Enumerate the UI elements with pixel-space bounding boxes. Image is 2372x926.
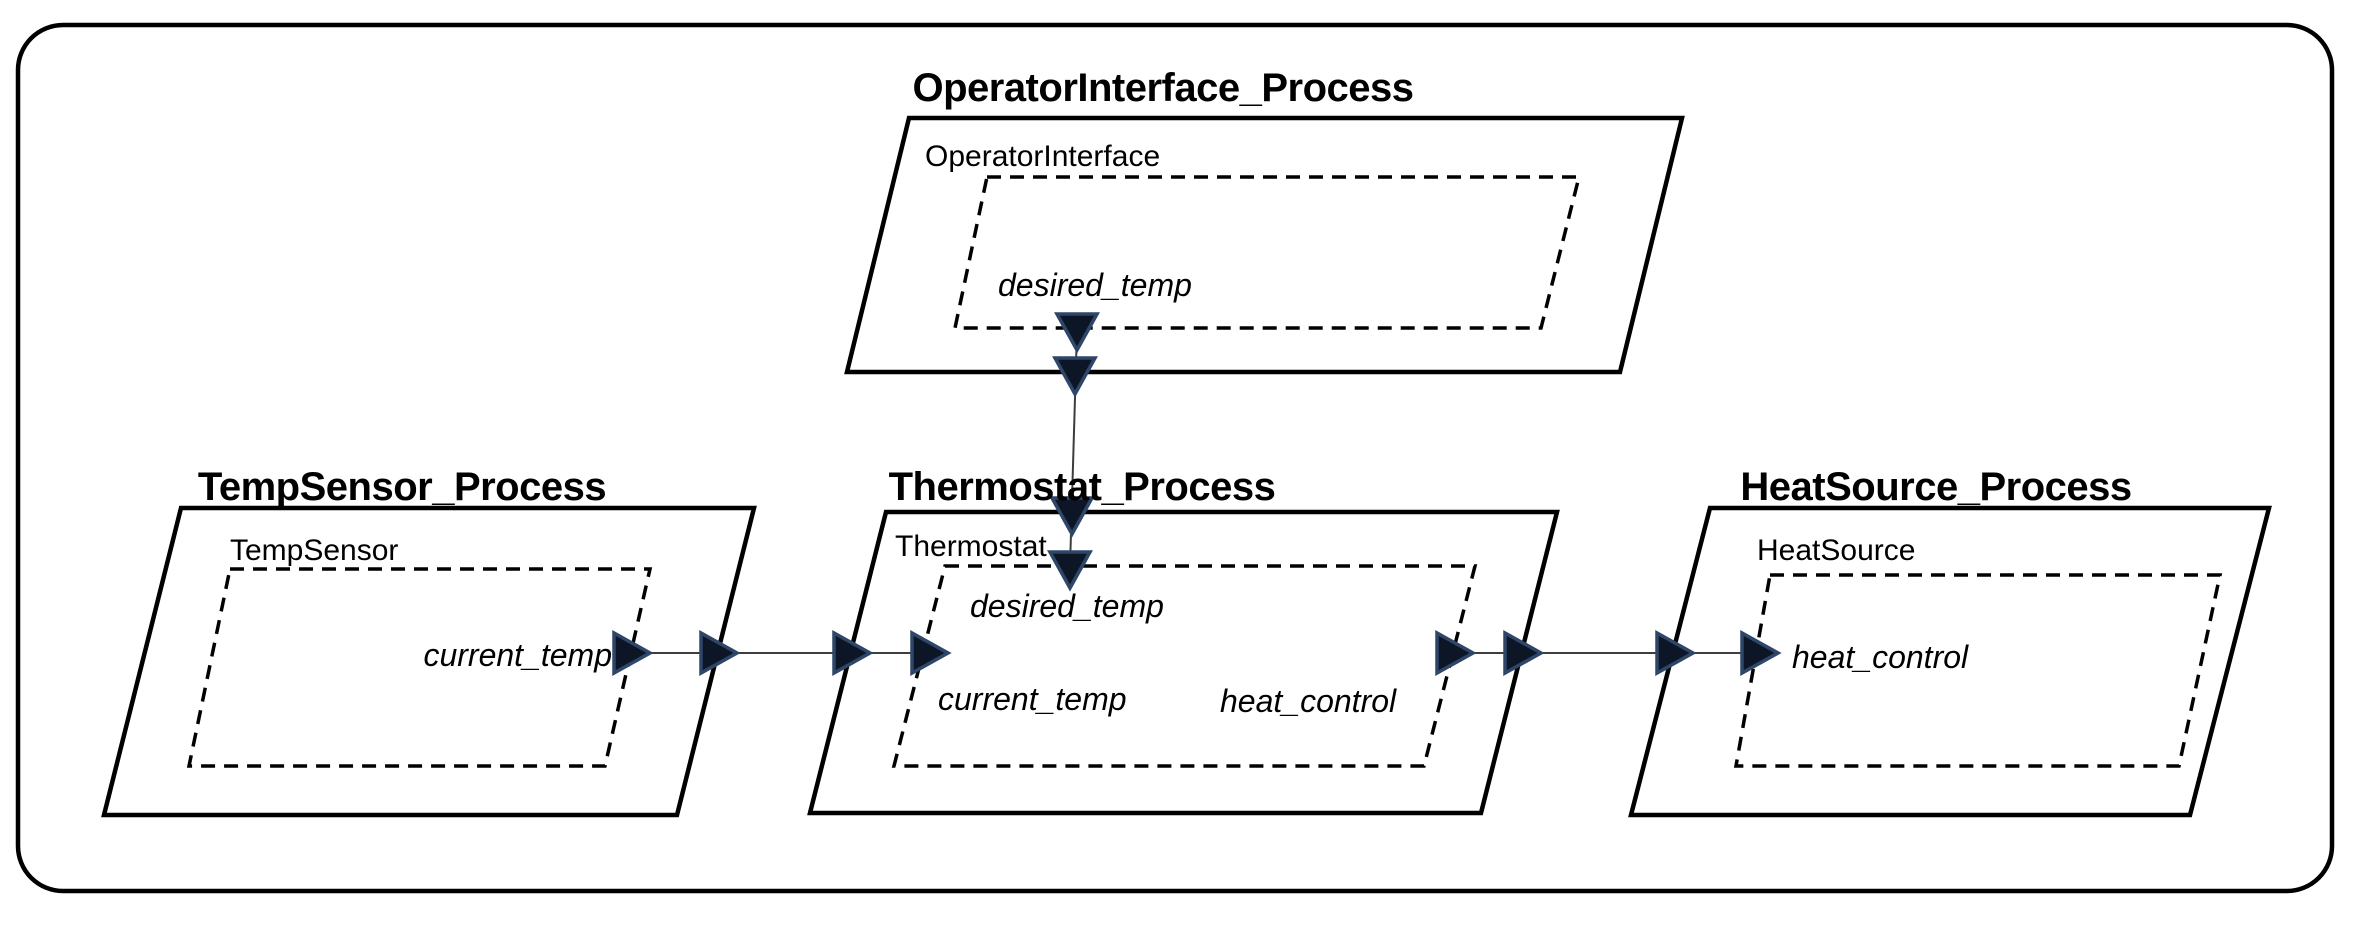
operator-interface-process-out-arrow-icon[interactable]: [1052, 356, 1098, 398]
thermostat-heat-control-out-port-icon[interactable]: [1435, 630, 1477, 676]
temp-sensor-current-temp-port-label: current_temp: [423, 637, 612, 673]
operator-interface-process-title: OperatorInterface_Process: [912, 66, 1413, 110]
operator-interface-desired-temp-port-label: desired_temp: [998, 267, 1192, 303]
thermostat-component-label: Thermostat: [895, 530, 1047, 563]
heat-source-component-label: HeatSource: [1757, 534, 1915, 567]
thermostat-process-right-out-arrow-icon[interactable]: [1503, 630, 1545, 676]
heat-source-heat-control-in-port-icon[interactable]: [1740, 630, 1782, 676]
thermostat-current-temp-port-label: current_temp: [938, 681, 1127, 717]
temp-sensor-process-group: [101, 505, 757, 818]
temp-sensor-component-label: TempSensor: [230, 534, 398, 567]
thermostat-process-group: [807, 509, 1560, 816]
temp-sensor-process-shape[interactable]: [101, 505, 757, 818]
heat-source-heat-control-port-label: heat_control: [1792, 639, 1969, 675]
thermostat-current-temp-in-port-icon[interactable]: [910, 630, 952, 676]
heat-source-process-shape[interactable]: [1628, 505, 2272, 818]
heat-source-process-title: HeatSource_Process: [1740, 465, 2131, 509]
temp-sensor-process-out-arrow-icon[interactable]: [699, 630, 741, 676]
temp-sensor-process-title: TempSensor_Process: [198, 465, 606, 509]
heat-source-component-shape[interactable]: [1733, 573, 2223, 768]
thermostat-process-in-arrow-icon[interactable]: [1049, 496, 1095, 538]
operator-interface-component-label: OperatorInterface: [925, 140, 1160, 173]
thermostat-process-shape[interactable]: [807, 509, 1560, 816]
thermostat-heat-control-port-label: heat_control: [1220, 683, 1397, 719]
operator-interface-process-group: [844, 115, 1685, 375]
thermostat-process-title: Thermostat_Process: [889, 465, 1276, 509]
thermostat-process-left-in-arrow-icon[interactable]: [832, 630, 874, 676]
heat-source-process-in-arrow-icon[interactable]: [1655, 630, 1697, 676]
operator-interface-process-shape[interactable]: [844, 115, 1685, 375]
thermostat-component-shape[interactable]: [891, 564, 1478, 768]
thermostat-desired-temp-in-port-icon[interactable]: [1047, 550, 1093, 592]
heat-source-process-group: [1628, 505, 2272, 818]
operator-interface-desired-temp-out-port-icon[interactable]: [1054, 312, 1100, 354]
temp-sensor-component-shape[interactable]: [186, 567, 653, 768]
temp-sensor-current-temp-out-port-icon[interactable]: [612, 630, 654, 676]
thermostat-desired-temp-port-label: desired_temp: [970, 588, 1164, 624]
operator-interface-component-shape[interactable]: [952, 175, 1582, 330]
